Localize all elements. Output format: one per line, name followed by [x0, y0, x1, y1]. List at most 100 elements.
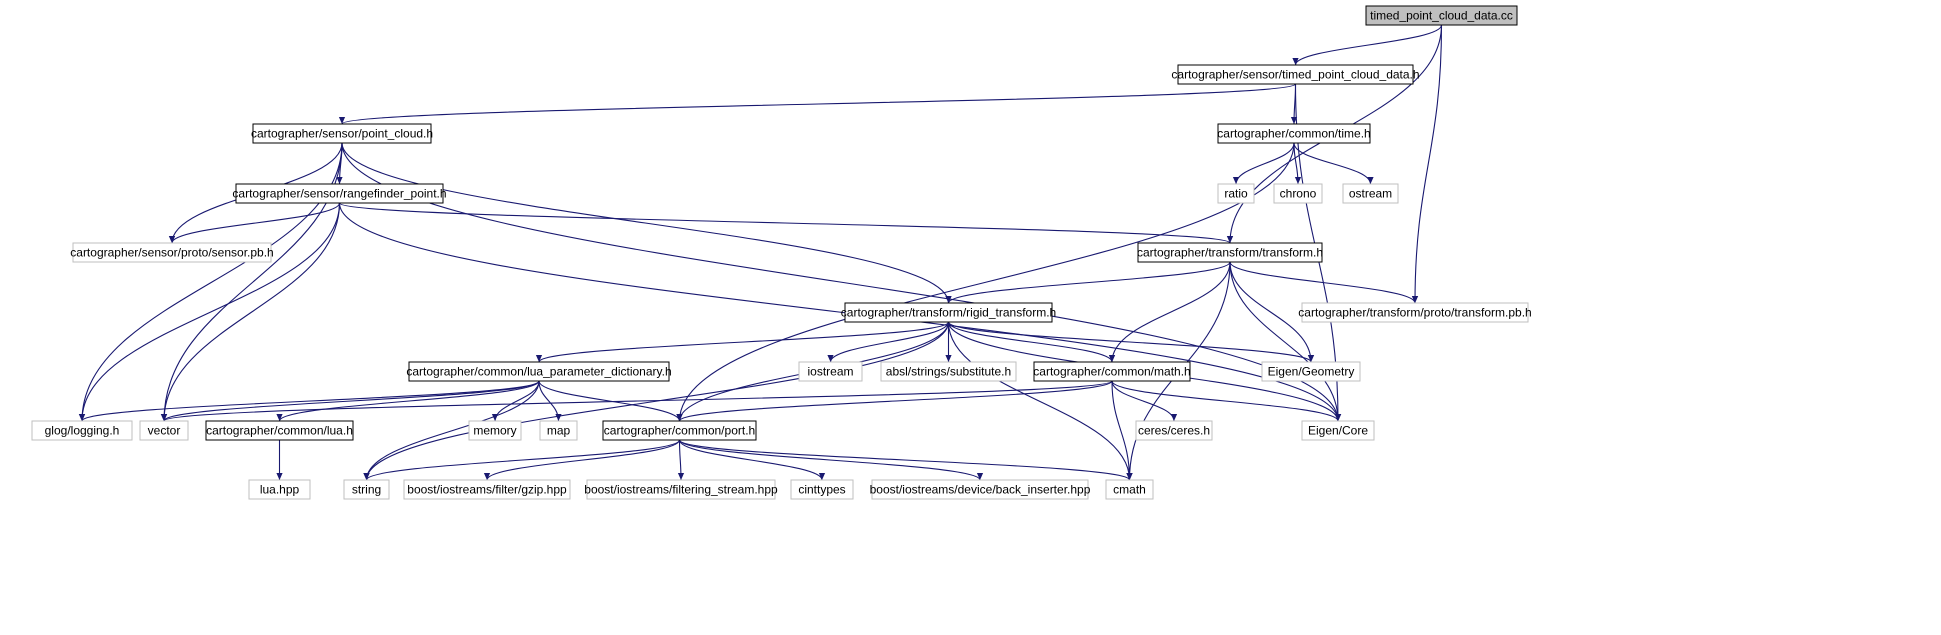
edge-rf_h-to-sensor_pb	[168, 202, 341, 244]
edge-math_h-to-vector	[161, 380, 1113, 422]
node-box	[31, 420, 133, 441]
edge-math_h-to-ceres	[1111, 380, 1178, 422]
edge-lpd_h-to-memory	[491, 380, 540, 422]
node-box	[790, 479, 854, 500]
node-box	[252, 123, 432, 144]
node-label: Eigen/Core	[1308, 424, 1368, 438]
node-label: absl/strings/substitute.h	[886, 365, 1011, 379]
node-label: ceres/ceres.h	[1138, 424, 1210, 438]
node-box	[72, 242, 272, 263]
edge-transform_h-to-eigen_core	[1229, 261, 1342, 422]
node-box	[235, 183, 444, 204]
edge-port_h-to-cmath	[678, 439, 1133, 481]
edge-lpd_h-to-string	[363, 380, 540, 481]
node-glog: glog/logging.h	[31, 420, 133, 441]
node-box	[1105, 479, 1154, 500]
edge-root-to-transform_pb	[1411, 24, 1443, 304]
node-label: ostream	[1349, 187, 1392, 201]
node-filtering: boost/iostreams/filtering_stream.hpp	[584, 479, 778, 500]
node-box	[1033, 361, 1191, 382]
node-lpd-h[interactable]: cartographer/common/lua_parameter_dictio…	[406, 361, 672, 382]
edge-tpcd_h-to-pc_h	[339, 83, 1297, 125]
node-label: cartographer/common/lua.h	[206, 424, 353, 438]
node-transform-h[interactable]: cartographer/transform/transform.h	[1137, 242, 1323, 263]
node-label: boost/iostreams/filtering_stream.hpp	[584, 483, 778, 497]
edge-rigid_h-to-geometry	[947, 321, 1315, 363]
node-label: map	[547, 424, 571, 438]
edge-time_h-to-port_h	[676, 142, 1295, 422]
edge-lpd_h-to-port_h	[538, 380, 683, 422]
node-box	[403, 479, 571, 500]
node-layer: timed_point_cloud_data.cc cartographer/se…	[31, 5, 1532, 500]
edge-time_h-to-ostream	[1293, 142, 1374, 185]
node-label: memory	[473, 424, 516, 438]
node-box	[1177, 64, 1414, 85]
node-lua-h[interactable]: cartographer/common/lua.h	[205, 420, 354, 441]
node-box	[1217, 183, 1255, 204]
node-ratio: ratio	[1217, 183, 1255, 204]
node-root[interactable]: timed_point_cloud_data.cc	[1365, 5, 1518, 26]
edge-rigid_h-to-cmath	[947, 321, 1133, 481]
edge-transform_h-to-geometry	[1229, 261, 1315, 363]
node-port-h[interactable]: cartographer/common/port.h	[602, 420, 757, 441]
node-label: Eigen/Geometry	[1268, 365, 1355, 379]
node-label: iostream	[807, 365, 853, 379]
node-box	[798, 361, 863, 382]
node-label: cartographer/sensor/proto/sensor.pb.h	[70, 246, 273, 260]
edge-transform_h-to-rigid_h	[945, 261, 1231, 304]
edge-port_h-to-filtering	[677, 439, 685, 481]
node-box	[1135, 420, 1213, 441]
node-box	[1137, 242, 1323, 263]
edge-rigid_h-to-iostream	[827, 321, 950, 363]
edge-port_h-to-gzip	[483, 439, 681, 481]
node-label: boost/iostreams/filter/gzip.hpp	[407, 483, 567, 497]
edge-transform_h-to-transform_pb	[1229, 261, 1419, 304]
node-box	[586, 479, 776, 500]
node-box	[1261, 361, 1361, 382]
node-math-h[interactable]: cartographer/common/math.h	[1033, 361, 1191, 382]
node-label: cartographer/sensor/rangefinder_point.h	[232, 187, 446, 201]
node-ceres: ceres/ceres.h	[1135, 420, 1213, 441]
node-label: cartographer/transform/transform.h	[1137, 246, 1323, 260]
node-label: cartographer/common/time.h	[1217, 127, 1370, 141]
node-vector: vector	[139, 420, 189, 441]
node-ostream: ostream	[1342, 183, 1399, 204]
node-substitute: absl/strings/substitute.h	[880, 361, 1017, 382]
node-label: cinttypes	[798, 483, 845, 497]
node-box	[468, 420, 522, 441]
edge-math_h-to-eigen_core	[1111, 380, 1342, 422]
edge-lpd_h-to-vector	[160, 380, 540, 422]
node-box	[408, 361, 670, 382]
node-tpcd-h[interactable]: cartographer/sensor/timed_point_cloud_da…	[1171, 64, 1420, 85]
node-geometry: Eigen/Geometry	[1261, 361, 1361, 382]
node-transform-pb: cartographer/transform/proto/transform.p…	[1298, 302, 1532, 323]
node-cinttypes: cinttypes	[790, 479, 854, 500]
edge-port_h-to-back_inserter	[678, 439, 984, 481]
node-pc-h[interactable]: cartographer/sensor/point_cloud.h	[251, 123, 433, 144]
node-box	[880, 361, 1017, 382]
node-label: cartographer/common/lua_parameter_dictio…	[406, 365, 671, 379]
node-box	[602, 420, 757, 441]
node-rf-h[interactable]: cartographer/sensor/rangefinder_point.h	[232, 183, 447, 204]
node-box	[1217, 123, 1371, 144]
edge-port_h-to-cinttypes	[678, 439, 826, 481]
edge-lpd_h-to-map	[538, 380, 562, 422]
node-string: string	[343, 479, 390, 500]
node-box	[871, 479, 1089, 500]
node-box	[1273, 183, 1323, 204]
node-rigid-h[interactable]: cartographer/transform/rigid_transform.h	[841, 302, 1056, 323]
node-box	[1301, 420, 1375, 441]
node-label: chrono	[1280, 187, 1317, 201]
node-cmath: cmath	[1105, 479, 1154, 500]
node-label: glog/logging.h	[45, 424, 120, 438]
node-time-h[interactable]: cartographer/common/time.h	[1217, 123, 1371, 144]
edge-lpd_h-to-glog	[78, 380, 540, 422]
edge-port_h-to-string	[363, 439, 681, 481]
node-label: cartographer/sensor/timed_point_cloud_da…	[1171, 68, 1419, 82]
node-iostream: iostream	[798, 361, 863, 382]
node-box	[1365, 5, 1518, 26]
node-box	[205, 420, 354, 441]
node-box	[539, 420, 578, 441]
node-label: vector	[148, 424, 181, 438]
